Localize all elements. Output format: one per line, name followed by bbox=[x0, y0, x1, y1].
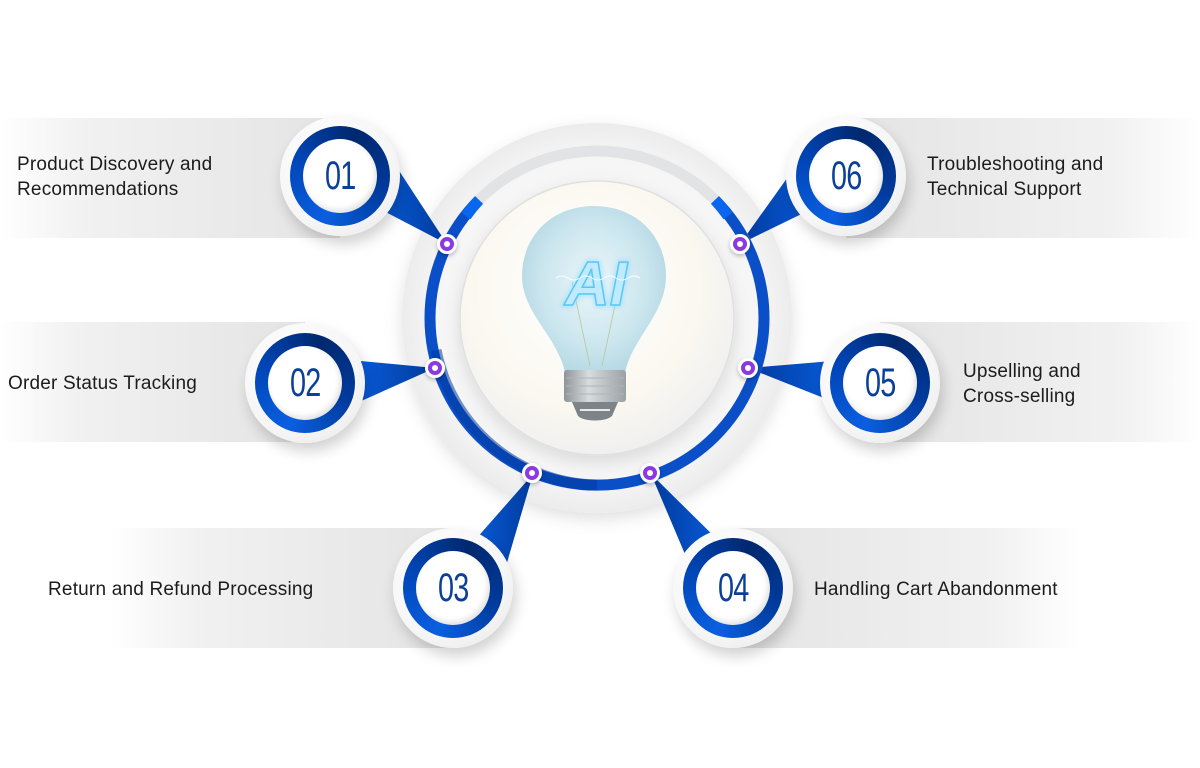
ai-text: AI bbox=[563, 250, 629, 319]
step-number: 04 bbox=[717, 565, 749, 610]
step-number: 05 bbox=[864, 360, 896, 405]
step-badge-04: 04 bbox=[673, 528, 793, 648]
step-label-04: Handling Cart Abandonment bbox=[814, 579, 1058, 600]
node-06 bbox=[730, 234, 750, 254]
ai-lightbulb-icon: AI bbox=[522, 206, 666, 421]
node-04 bbox=[640, 463, 660, 483]
step-number: 02 bbox=[289, 360, 321, 405]
step-label-05: Upselling and Cross-selling bbox=[963, 361, 1081, 407]
step-badge-05: 05 bbox=[820, 323, 940, 443]
step-badge-01: 01 bbox=[280, 116, 400, 236]
step-badge-03: 03 bbox=[393, 528, 513, 648]
step-label-02: Order Status Tracking bbox=[8, 373, 197, 394]
node-05 bbox=[738, 358, 758, 378]
step-label-03: Return and Refund Processing bbox=[48, 579, 314, 600]
step-number: 06 bbox=[830, 153, 862, 198]
step-label-01: Product Discovery and Recommendations bbox=[17, 154, 213, 200]
node-01 bbox=[437, 234, 457, 254]
step-number: 01 bbox=[324, 153, 356, 198]
step-label-06: Troubleshooting and Technical Support bbox=[927, 154, 1104, 200]
step-number: 03 bbox=[437, 565, 469, 610]
step-badge-02: 02 bbox=[245, 323, 365, 443]
node-02 bbox=[425, 358, 445, 378]
step-badge-06: 06 bbox=[786, 116, 906, 236]
node-03 bbox=[522, 463, 542, 483]
